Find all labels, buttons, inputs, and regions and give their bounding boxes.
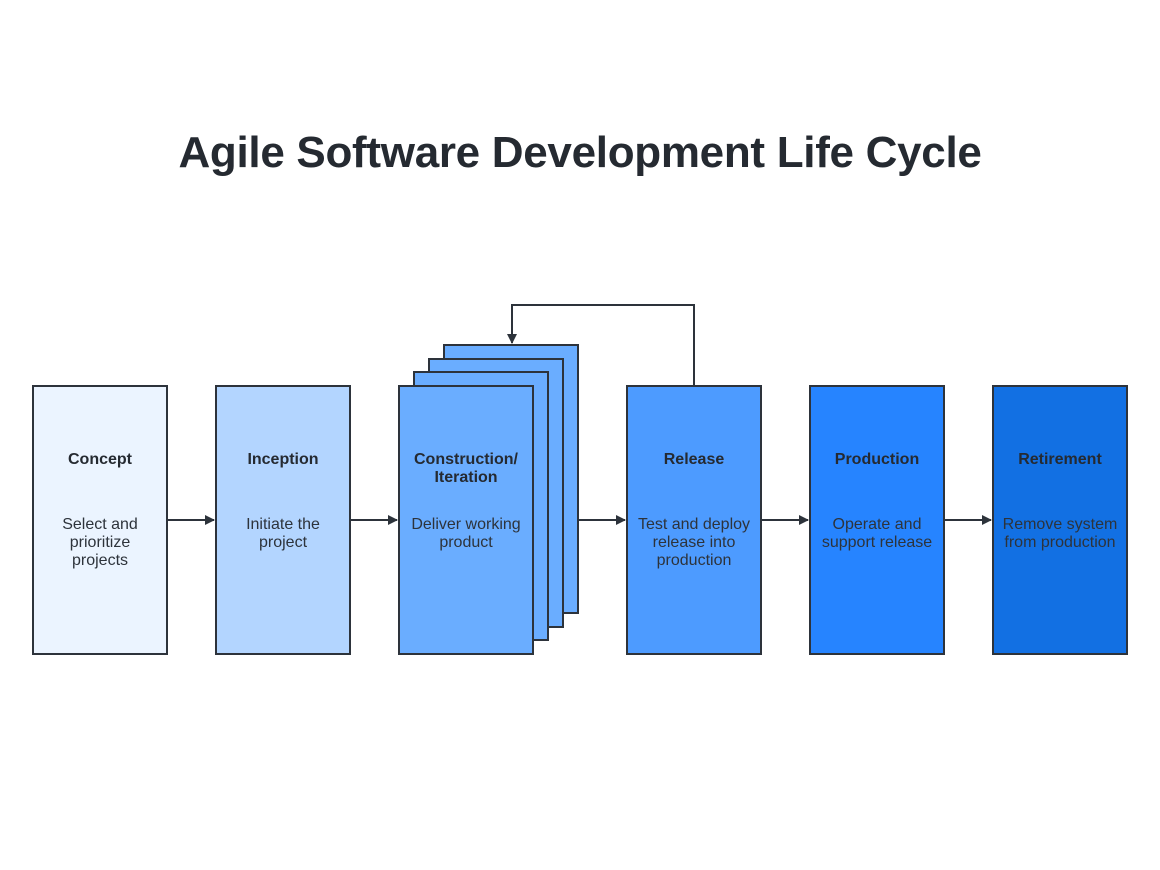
stage-label: Release — [663, 451, 725, 468]
stage-description: Test and deploy release into production — [637, 516, 751, 569]
stage-label: Production — [834, 451, 920, 468]
stage-description: Remove system from production — [1002, 516, 1118, 551]
stage-release: Release Test and deploy release into pro… — [626, 385, 762, 655]
stage-construction-iteration: Construction/ Iteration Deliver working … — [398, 385, 534, 655]
stage-retirement: Retirement Remove system from production — [992, 385, 1128, 655]
stage-description: Initiate the project — [246, 516, 320, 551]
stage-label: Construction/ Iteration — [414, 451, 518, 486]
stage-label: Inception — [247, 451, 319, 468]
stage-description: Select and prioritize projects — [62, 516, 138, 569]
stage-description: Operate and support release — [821, 516, 933, 551]
stage-inception: Inception Initiate the project — [215, 385, 351, 655]
diagram-title: Agile Software Development Life Cycle — [178, 128, 982, 177]
feedback-loop-arrow — [507, 304, 695, 385]
stage-concept: Concept Select and prioritize projects — [32, 385, 168, 655]
stage-label: Concept — [68, 451, 132, 468]
stage-production: Production Operate and support release — [809, 385, 945, 655]
stage-label: Retirement — [1018, 451, 1102, 468]
stage-description: Deliver working product — [411, 516, 521, 551]
